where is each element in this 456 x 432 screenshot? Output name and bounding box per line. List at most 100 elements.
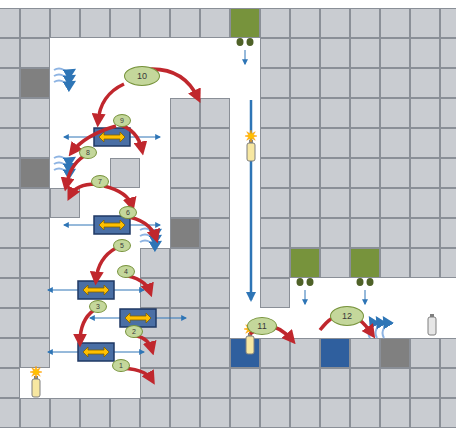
tile (351, 339, 380, 368)
fall-arrow (245, 50, 246, 64)
tile (171, 399, 200, 428)
tile (441, 39, 456, 68)
tile (171, 129, 200, 158)
wind-gust (54, 163, 74, 166)
wind-gust (140, 241, 160, 244)
trigger-dot (297, 278, 304, 286)
tile (291, 339, 320, 368)
tile (351, 129, 380, 158)
tile (381, 39, 410, 68)
tile (321, 39, 350, 68)
tile (171, 159, 200, 188)
tile (0, 159, 20, 188)
platform-track (114, 352, 144, 353)
callout-number: 5 (120, 242, 124, 249)
callout-number: 4 (124, 268, 128, 275)
tile (171, 369, 200, 398)
tile (321, 219, 350, 248)
tile (0, 399, 20, 428)
tile (261, 189, 290, 218)
jump-arc (66, 156, 84, 186)
jump-arc (122, 275, 150, 292)
callout-number: 2 (132, 328, 136, 335)
tile (21, 249, 50, 278)
platform-track (90, 318, 120, 319)
callout-number: 1 (119, 362, 123, 369)
tile (351, 219, 380, 248)
trigger-dot (367, 278, 374, 286)
tile (0, 309, 20, 338)
tile (231, 339, 260, 368)
tile (411, 99, 440, 128)
tile (201, 309, 230, 338)
tile (441, 69, 456, 98)
tile (201, 369, 230, 398)
trigger-dot (247, 38, 254, 46)
trigger-dot (307, 278, 314, 286)
tile (381, 399, 410, 428)
tile (0, 9, 20, 38)
tile (441, 369, 456, 398)
tile (21, 189, 50, 218)
tile (381, 219, 410, 248)
tile (81, 399, 110, 428)
tile (411, 69, 440, 98)
wind-gust (383, 318, 386, 338)
trigger-dot (237, 38, 244, 46)
tile (441, 399, 456, 428)
callout-ellipse: 12 (330, 306, 364, 326)
tile (201, 279, 230, 308)
moving-platform (78, 343, 114, 361)
tile (261, 159, 290, 188)
platform-track (64, 225, 94, 226)
fall-arrow (365, 290, 366, 304)
tile (111, 399, 140, 428)
tile (321, 9, 350, 38)
tile (201, 399, 230, 428)
tile (201, 339, 230, 368)
tile (351, 9, 380, 38)
platform-arrow (83, 285, 109, 295)
tile (321, 69, 350, 98)
platform-arrow (83, 347, 109, 357)
lamp (247, 143, 255, 161)
tile (441, 159, 456, 188)
tile (291, 39, 320, 68)
platform-track (48, 352, 78, 353)
tile (441, 9, 456, 38)
tile (411, 369, 440, 398)
moving-platform (94, 216, 130, 234)
tile (0, 219, 20, 248)
tile (291, 219, 320, 248)
tile (411, 39, 440, 68)
tile (201, 189, 230, 218)
callout-number: 12 (342, 312, 352, 321)
tile (51, 399, 80, 428)
tile (411, 399, 440, 428)
lamp-flare (30, 366, 42, 378)
tile (411, 339, 440, 368)
jump-arc (124, 216, 156, 238)
tile (411, 159, 440, 188)
wind-gust (54, 69, 74, 72)
tile (261, 129, 290, 158)
callout-ellipse: 3 (89, 300, 107, 313)
tile (171, 99, 200, 128)
callout-ellipse: 4 (117, 265, 135, 278)
tile (441, 129, 456, 158)
tile (351, 249, 380, 278)
callout-number: 10 (137, 72, 147, 81)
tile (351, 189, 380, 218)
tile (21, 39, 50, 68)
callout-ellipse: 11 (247, 317, 277, 335)
tile (141, 249, 170, 278)
tile (0, 369, 20, 398)
callout-number: 11 (257, 322, 266, 331)
tile (21, 309, 50, 338)
tile (0, 339, 20, 368)
tile (21, 279, 50, 308)
tile (351, 369, 380, 398)
tile (231, 399, 260, 428)
tile (21, 399, 50, 428)
